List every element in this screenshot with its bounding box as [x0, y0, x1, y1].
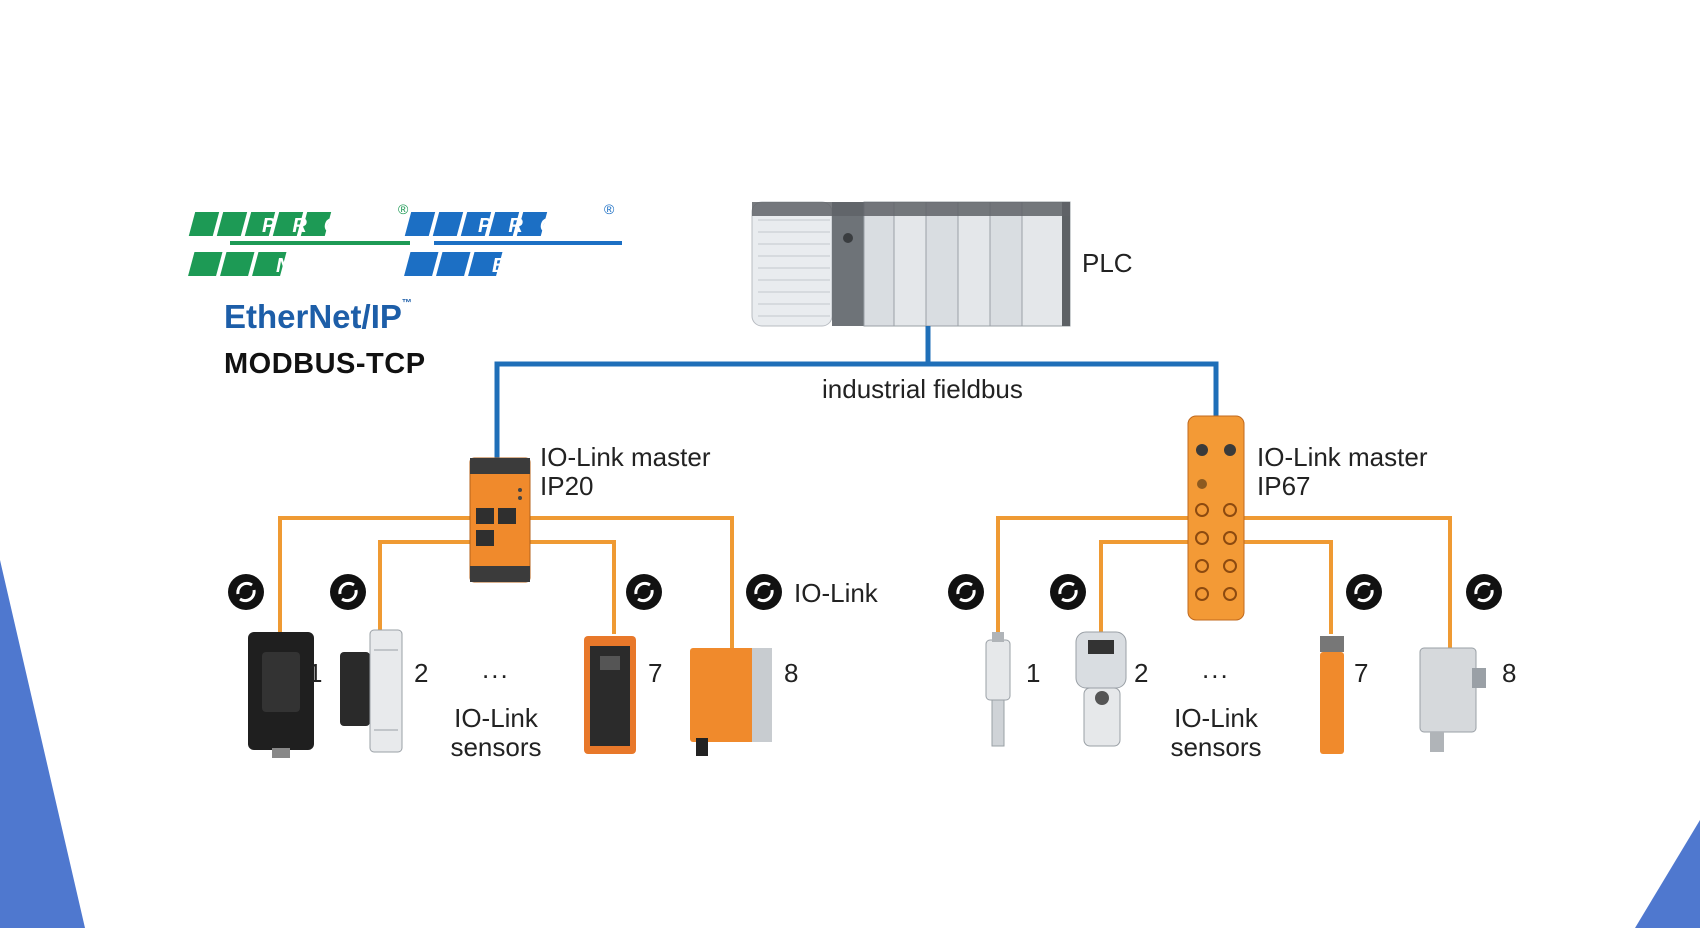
profinet-logo: PROFI NET ®: [188, 201, 410, 277]
corner-triangle-left: [0, 560, 85, 928]
io-link-symbol-icon: [1050, 574, 1086, 610]
fieldbus-label: industrial fieldbus: [822, 374, 1023, 404]
left-ellipsis: ...: [482, 654, 510, 684]
right-sensor-8-icon: [1419, 647, 1486, 752]
io-link-symbol-icon: [228, 574, 264, 610]
right-ellipsis: ...: [1202, 654, 1230, 684]
left-sensor-number-7: 7: [648, 658, 663, 688]
right-master-label: IO-Link master IP67: [1257, 443, 1428, 501]
profibus-bottom-text: BUS: [492, 255, 600, 277]
right-sensors-caption-line2: sensors: [1170, 732, 1262, 762]
left-sensor-number-8: 8: [784, 658, 799, 688]
ethernet-ip-text: EtherNet/IP: [224, 298, 402, 335]
io-link-master-ip67-icon: [1187, 415, 1245, 621]
left-master-line2: IP20: [540, 471, 594, 501]
left-sensor-2-icon: [340, 629, 403, 753]
profibus-logo: PROFI BUS ®: [404, 201, 624, 277]
io-link-master-ip20-icon: [469, 457, 531, 583]
io-link-label: IO-Link: [794, 578, 878, 608]
right-sensors-caption-line1: IO-Link: [1174, 703, 1258, 733]
right-sensor-1-icon: [985, 632, 1011, 747]
profinet-bottom-text: NET: [276, 255, 382, 277]
right-sensor-7-icon: [1320, 636, 1344, 754]
right-sensor-number-1: 1: [1026, 658, 1041, 688]
left-master-line1: IO-Link master: [540, 442, 711, 472]
left-iolink-lines: [278, 516, 734, 650]
ethernet-ip-tm: ™: [401, 298, 412, 309]
left-sensor-8-icon: [690, 648, 772, 756]
io-link-symbol-icons: [228, 574, 1502, 610]
io-link-symbol-icon: [626, 574, 662, 610]
right-sensor-number-7: 7: [1354, 658, 1369, 688]
right-master-line1: IO-Link master: [1257, 442, 1428, 472]
left-sensor-number-2: 2: [414, 658, 429, 688]
plc-icon: [751, 201, 1071, 327]
left-master-label: IO-Link master IP20: [540, 443, 711, 501]
io-link-symbol-icon: [746, 574, 782, 610]
right-sensors-caption: IO-Link sensors: [1166, 704, 1266, 762]
right-sensor-number-8: 8: [1502, 658, 1517, 688]
io-link-symbol-icon: [948, 574, 984, 610]
profibus-top-text: PROFI: [478, 215, 624, 237]
ethernet-ip-logo: EtherNet/IP™: [224, 298, 412, 336]
left-sensor-1-icon: [248, 632, 314, 758]
left-sensors-caption-line2: sensors: [450, 732, 542, 762]
left-sensor-7-icon: [584, 636, 636, 754]
profibus-registered-mark: ®: [604, 201, 615, 217]
modbus-tcp-logo: MODBUS-TCP: [224, 348, 426, 380]
left-sensors-caption-line1: IO-Link: [454, 703, 538, 733]
left-sensor-number-1: 1: [308, 658, 323, 688]
fieldbus-lines: [494, 326, 1219, 462]
corner-triangle-right: [1635, 820, 1700, 928]
io-link-symbol-icon: [330, 574, 366, 610]
right-sensor-2-icon: [1075, 631, 1127, 747]
plc-label: PLC: [1082, 248, 1133, 278]
right-master-line2: IP67: [1257, 471, 1311, 501]
io-link-symbol-icon: [1346, 574, 1382, 610]
right-sensor-number-2: 2: [1134, 658, 1149, 688]
io-link-symbol-icon: [1466, 574, 1502, 610]
left-sensors-caption: IO-Link sensors: [446, 704, 546, 762]
profinet-top-text: PROFI: [262, 215, 408, 237]
right-iolink-lines: [996, 516, 1452, 650]
profinet-registered-mark: ®: [398, 201, 409, 217]
